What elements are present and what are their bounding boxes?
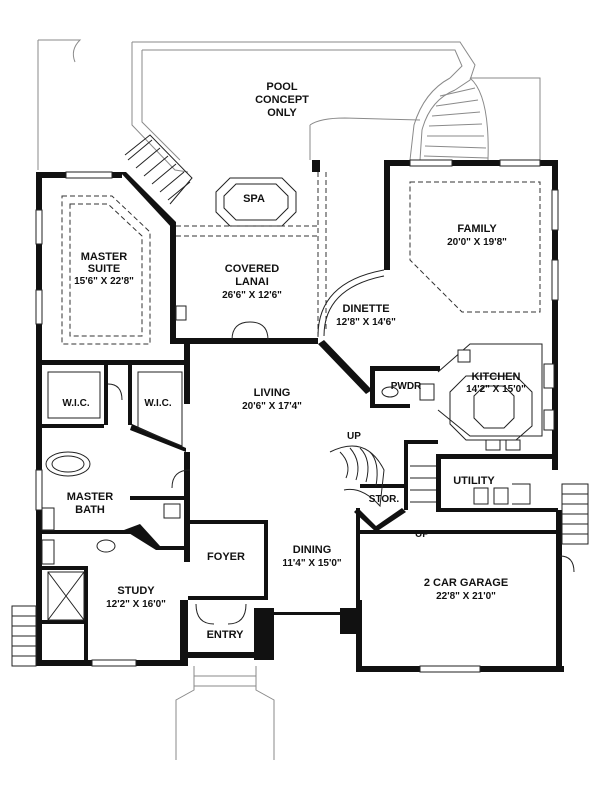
kitchen-label: KITCHEN xyxy=(472,371,521,383)
master-bath-label-line1: MASTER xyxy=(67,491,114,503)
dining-dims: 11'4" X 15'0" xyxy=(282,558,342,569)
pool-side-stair xyxy=(423,77,541,161)
pwdr-label: PWDR xyxy=(391,381,422,392)
garage-dims: 22'8" X 21'0" xyxy=(436,591,496,602)
master-suite-label-line1: MASTER xyxy=(81,251,128,263)
wic-left-label: W.I.C. xyxy=(62,398,89,409)
interior-walls xyxy=(36,340,558,660)
utility-fixtures xyxy=(473,483,531,505)
living-label: LIVING xyxy=(254,387,291,399)
stor-label: STOR. xyxy=(369,494,400,505)
study-dims: 12'2" X 16'0" xyxy=(106,599,166,610)
room-labels: POOL CONCEPT ONLY SPA FAMILY 20'0" X 19'… xyxy=(62,81,526,641)
master-bath-label-line2: BATH xyxy=(75,504,105,516)
dinette-label: DINETTE xyxy=(342,303,389,315)
lanai-label-line2: LANAI xyxy=(235,276,269,288)
kitchen-island xyxy=(437,343,555,451)
main-stair xyxy=(329,445,385,508)
left-stair xyxy=(11,605,37,667)
study-label: STUDY xyxy=(117,585,155,597)
pool-outline xyxy=(131,41,476,173)
family-label: FAMILY xyxy=(457,223,497,235)
windows xyxy=(35,159,559,673)
master-suite-label-line2: SUITE xyxy=(88,263,120,275)
living-dims: 20'6" X 17'4" xyxy=(242,401,302,412)
stair-up-label: UP xyxy=(347,431,361,442)
dinette-dims: 12'8" X 14'6" xyxy=(336,317,396,328)
dinette-curve xyxy=(317,269,385,337)
pwdr-fixtures xyxy=(381,383,435,401)
front-walk xyxy=(175,666,275,760)
right-stair xyxy=(561,483,589,545)
garage-stair xyxy=(410,465,436,503)
master-pool-stair xyxy=(124,134,193,205)
master-suite-dims: 15'6" X 22'8" xyxy=(74,276,134,287)
dining-label: DINING xyxy=(293,544,332,556)
bath-fixtures xyxy=(41,305,187,621)
pool-label-line3: ONLY xyxy=(267,107,297,119)
closet-shelves xyxy=(47,371,183,447)
family-dims: 20'0" X 19'8" xyxy=(447,237,507,248)
lanai-label-line1: COVERED xyxy=(225,263,279,275)
garage-stair-up-label: UP xyxy=(415,529,429,540)
pool-label-line1: POOL xyxy=(266,81,297,93)
pool-label-line2: CONCEPT xyxy=(255,94,309,106)
spa-label: SPA xyxy=(243,193,265,205)
entry-label: ENTRY xyxy=(207,629,245,641)
garage-label: 2 CAR GARAGE xyxy=(424,577,508,589)
property-line xyxy=(37,39,82,170)
ceiling-outlines xyxy=(61,172,541,345)
utility-label: UTILITY xyxy=(453,475,495,487)
doors xyxy=(107,321,575,625)
kitchen-dims: 14'2" X 15'0" xyxy=(466,384,526,395)
wic-right-label: W.I.C. xyxy=(144,398,171,409)
lanai-dims: 26'6" X 12'6" xyxy=(222,290,282,301)
foyer-label: FOYER xyxy=(207,551,245,563)
